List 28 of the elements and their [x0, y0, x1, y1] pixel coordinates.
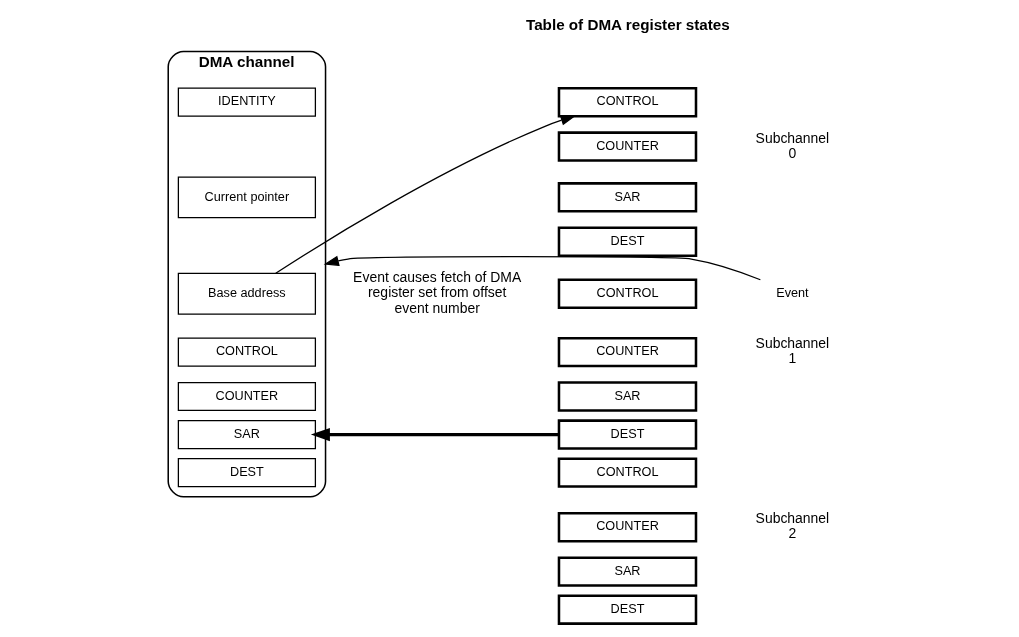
node-box: SAR — [557, 556, 698, 587]
label: Subchannel 1 — [755, 335, 830, 367]
node-box: SAR — [177, 420, 317, 450]
node-box: IDENTITY — [177, 87, 317, 117]
label: Subchannel 2 — [755, 510, 830, 542]
node-box: DEST — [177, 458, 317, 488]
arrow — [310, 427, 559, 442]
node-box: DEST — [557, 226, 698, 257]
node-text: Event — [776, 285, 809, 300]
label: Event causes fetch of DMA register set from offset event number — [353, 269, 522, 316]
arrow — [323, 255, 761, 281]
node-box: Base address — [177, 272, 317, 315]
node-box: COUNTER — [557, 131, 698, 162]
node-box: CONTROL — [177, 337, 317, 367]
node-box: CONTROL — [557, 457, 698, 488]
label: Subchannel 0 — [755, 129, 830, 161]
label: Table of DMA register states — [525, 16, 730, 33]
node-box: COUNTER — [557, 336, 698, 368]
node-box: DEST — [557, 594, 698, 625]
arrow — [275, 115, 576, 274]
node-box: SAR — [557, 182, 698, 213]
node-box: COUNTER — [557, 511, 698, 543]
node-box: COUNTER — [177, 381, 317, 412]
node-box: Current pointer — [177, 176, 317, 219]
node-box: CONTROL — [557, 278, 698, 309]
node-box: CONTROL — [557, 86, 698, 118]
node-box: SAR — [557, 381, 698, 412]
node-box: DEST — [557, 419, 698, 450]
